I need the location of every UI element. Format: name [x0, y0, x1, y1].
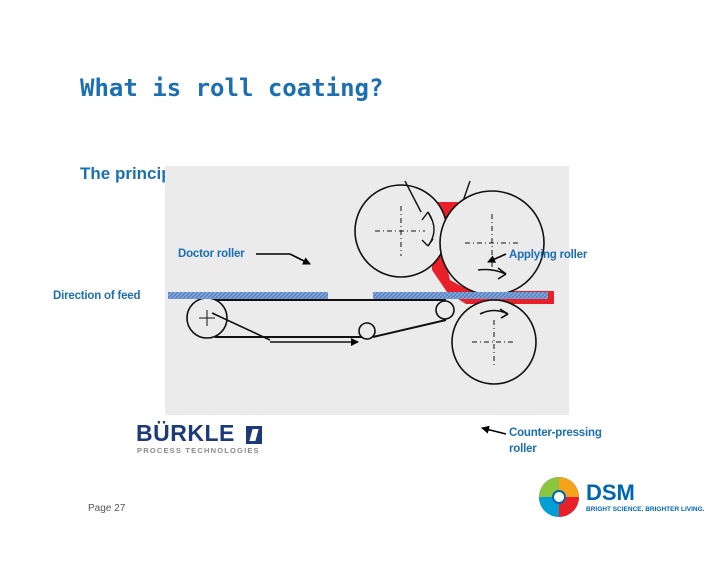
direction-of-feed-label: Direction of feed	[53, 290, 141, 302]
dsm-logo-tagline: BRIGHT SCIENCE. BRIGHTER LIVING.	[586, 506, 705, 513]
dsm-logo-name: DSM	[586, 480, 635, 505]
counter-pressing-roller	[451, 299, 537, 385]
applying-roller-pointer	[487, 253, 507, 263]
applying-roller	[439, 190, 545, 296]
burkle-logo-name: BÜRKLE	[136, 420, 235, 446]
burkle-logo-tagline: PROCESS TECHNOLOGIES	[137, 446, 260, 455]
dsm-logo: DSM BRIGHT SCIENCE. BRIGHTER LIVING.	[536, 474, 704, 520]
counter-pressing-label-line2: roller	[509, 443, 537, 455]
counter-pressing-label-line1: Counter-pressing	[509, 427, 602, 439]
substrate-film-left	[168, 292, 328, 299]
doctor-roller-pointer-diag	[289, 253, 311, 265]
doctor-roller	[354, 184, 448, 278]
burkle-logo-mark	[246, 426, 262, 444]
applying-roller-label: Applying roller	[509, 249, 588, 261]
doctor-blade-left	[404, 180, 422, 213]
slide-title: What is roll coating?	[80, 74, 384, 102]
conveyor-belt	[186, 297, 455, 346]
doctor-roller-label: Doctor roller	[178, 248, 245, 260]
counter-roller-pointer	[481, 425, 507, 435]
page-number: Page 27	[88, 503, 126, 514]
substrate-film-right	[373, 292, 548, 299]
counter-pressing-roller-label: Counter-pressing roller	[509, 425, 602, 457]
burkle-logo: BÜRKLE PROCESS TECHNOLOGIES	[136, 420, 266, 458]
dsm-logo-mark-icon	[539, 477, 579, 517]
